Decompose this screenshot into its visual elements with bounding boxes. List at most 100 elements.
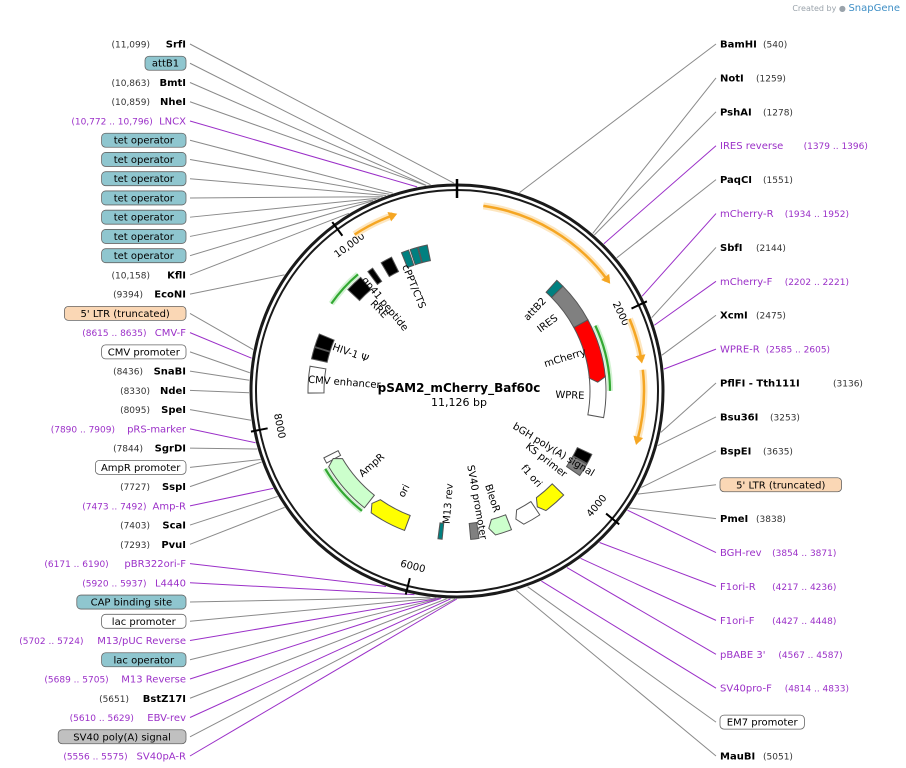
leader-xcmi-9 — [661, 314, 717, 356]
feature-box-cmv-promoter-44-box — [101, 344, 187, 360]
enzyme-site-bamhi-1-name: BamHI — [720, 40, 757, 51]
primer-site-sv40pro-f-20-name: SV40pro-F — [720, 684, 772, 695]
leader-f1ori-r-17 — [599, 542, 717, 587]
leader-noti-2 — [592, 77, 717, 234]
primer-site-lncx-56-name: LNCX — [159, 116, 186, 127]
feature-box-tet-operator-55: tet operator — [114, 136, 175, 147]
feature-box-tet-operator-50: tet operator — [114, 232, 175, 243]
primer-site-pbr322ori-f-33: pBR322ori-F(6171 .. 6190) — [44, 559, 186, 570]
feature-wpre-26 — [587, 375, 607, 419]
primer-site-mcherry-r-6-coord: (1934 .. 1952) — [785, 210, 849, 220]
feature-unnamed-12 — [323, 450, 342, 464]
primer-site-lncx-56: LNCX(10,772 .. 10,796) — [71, 116, 186, 127]
leader-bsu36i-12 — [657, 416, 717, 447]
feature-box-tet-operator-53: tet operator — [114, 174, 175, 185]
outer-arrow-0 — [483, 204, 609, 282]
enzyme-site-kfli-48-name: KflI — [167, 270, 186, 281]
leader-maubi-22 — [515, 589, 717, 757]
leader-f1ori-f-18 — [580, 557, 717, 621]
leader-ebv-rev-25 — [189, 598, 451, 718]
primer-site-sv40pa-r-23: SV40pA-R(5556 .. 5575) — [63, 752, 186, 763]
feature-box-ampr-promoter-38: AmpR promoter — [101, 463, 181, 474]
primer-site-wpre-r-10-coord: (2585 .. 2605) — [766, 346, 830, 356]
leader-srfi-60 — [189, 43, 455, 184]
feature-box-tet-operator-54-box — [101, 152, 187, 167]
tick-label-8000: 8000 — [271, 413, 287, 440]
leader-amp-r-36 — [189, 487, 274, 507]
feature-unnamed-15 — [437, 522, 445, 540]
leader-lac-promoter-30 — [189, 597, 437, 622]
enzyme-site-maubi-22-coord: (5051) — [763, 753, 793, 763]
enzyme-site-pshai-3: PshAI(1278) — [720, 107, 793, 118]
leader-pshai-3 — [594, 111, 717, 236]
enzyme-site-bspei-13-name: BspEI — [720, 446, 751, 457]
feature-box-tet-operator-52: tet operator — [114, 193, 175, 204]
primer-site-mcherry-f-8-name: mCherry-F — [720, 277, 773, 288]
primer-site-f1ori-r-17: F1ori-R(4217 .. 4236) — [720, 582, 836, 593]
enzyme-site-xcmi-9: XcmI(2475) — [720, 311, 786, 322]
enzyme-site-snabi-43-coord: (8436) — [113, 368, 143, 378]
enzyme-site-xcmi-9-name: XcmI — [720, 311, 748, 322]
leader-pflfi-tth111i-11 — [660, 382, 717, 433]
enzyme-site-pflfi-tth111i-11-name: PflFI - Tth111I — [720, 379, 800, 390]
primer-site-sv40pa-r-23-name: SV40pA-R — [137, 752, 186, 763]
feature-unnamed-3 — [380, 256, 400, 278]
primer-site-pbabe-3-19-name: pBABE 3' — [720, 650, 766, 661]
enzyme-site-sbfi-7-name: SbfI — [720, 243, 742, 254]
primer-site-sv40pro-f-20-coord: (4814 .. 4833) — [785, 685, 849, 695]
enzyme-site-maubi-22-name: MauBI — [720, 752, 755, 763]
enzyme-site-sspi-37: SspI(7727) — [120, 482, 186, 493]
feature-bleor-18 — [488, 514, 513, 536]
leader-snabi-43 — [189, 370, 250, 381]
leader-sspi-37 — [189, 461, 262, 488]
primer-site-pbabe-3-19: pBABE 3' (4567 .. 4587) — [720, 650, 843, 661]
enzyme-site-bmti-58: BmtI(10,863) — [111, 78, 186, 89]
primer-site-pbabe-3-19-coord: (4567 .. 4587) — [778, 651, 842, 661]
feature-ampr-13 — [328, 458, 376, 509]
leader-tet-operator-54 — [189, 158, 390, 195]
tick-label-10000: 10,000 — [332, 231, 367, 261]
feature-rre-6 — [347, 276, 372, 302]
primer-site-amp-r-36: Amp-R(7473 .. 7492) — [82, 501, 186, 512]
primer-site-ebv-rev-25-coord: (5610 .. 5629) — [70, 714, 134, 724]
outer-arrow-head-0 — [601, 273, 611, 284]
leader-nhei-57 — [189, 101, 426, 186]
feature-box-lac-operator-28: lac operator — [114, 655, 175, 666]
feature-box-5-ltr-truncated-46-box — [64, 306, 187, 321]
leader-sv40pro-f-20 — [541, 580, 717, 689]
primer-site-m13-puc-reverse-29-name: M13/pUC Reverse — [97, 636, 186, 647]
feature-box-lac-operator-28-box — [101, 652, 187, 668]
feature-box-sv40-poly-a-signal-24-box — [57, 729, 187, 745]
primer-site-amp-r-36-coord: (7473 .. 7492) — [82, 502, 146, 512]
primer-site-l4440-32-name: L4440 — [155, 578, 186, 589]
feature-unnamed-17 — [468, 521, 480, 540]
leader-bmti-58 — [189, 82, 427, 186]
enzyme-site-spei-41-name: SpeI — [161, 405, 186, 416]
enzyme-site-srfi-60-name: SrfI — [166, 40, 186, 51]
feature-box-ampr-promoter-38-box — [95, 459, 187, 475]
leader-wpre-r-10 — [663, 348, 717, 370]
enzyme-site-bspei-13-coord: (3635) — [763, 447, 793, 457]
primer-site-f1ori-f-18: F1ori-F(4427 .. 4448) — [720, 616, 836, 627]
leader-bamhi-1 — [519, 43, 717, 193]
inner-arrow-1 — [330, 273, 359, 305]
leader-tet-operator-52 — [189, 196, 383, 199]
enzyme-site-bamhi-1: BamHI(540) — [720, 40, 787, 51]
leader-tet-operator-55 — [189, 139, 393, 194]
enzyme-site-bspei-13: BspEI (3635) — [720, 446, 793, 457]
leader-sbfi-7 — [651, 247, 717, 319]
snapgene-credit: Created by ● SnapGene — [792, 3, 900, 14]
leader-pbabe-3-19 — [566, 567, 717, 655]
feature-box-cap-binding-site-31-box — [76, 594, 187, 610]
credit-prefix: Created by — [792, 4, 837, 13]
outer-arrow-glow-0 — [482, 202, 611, 283]
leader-mcherry-r-6 — [641, 213, 717, 297]
leader-l4440-32 — [189, 582, 415, 596]
enzyme-site-bsu36i-12: Bsu36I(3253) — [720, 412, 800, 423]
feature-f1-ori-21 — [535, 483, 565, 512]
feature-unnamed-0 — [417, 244, 432, 264]
enzyme-site-sgrdi-39-name: SgrDI — [155, 444, 186, 455]
primer-site-bgh-rev-16-coord: (3854 .. 3871) — [772, 549, 836, 559]
enzyme-site-noti-2: NotI(1259) — [720, 73, 786, 84]
enzyme-site-sspi-37-coord: (7727) — [120, 483, 150, 493]
